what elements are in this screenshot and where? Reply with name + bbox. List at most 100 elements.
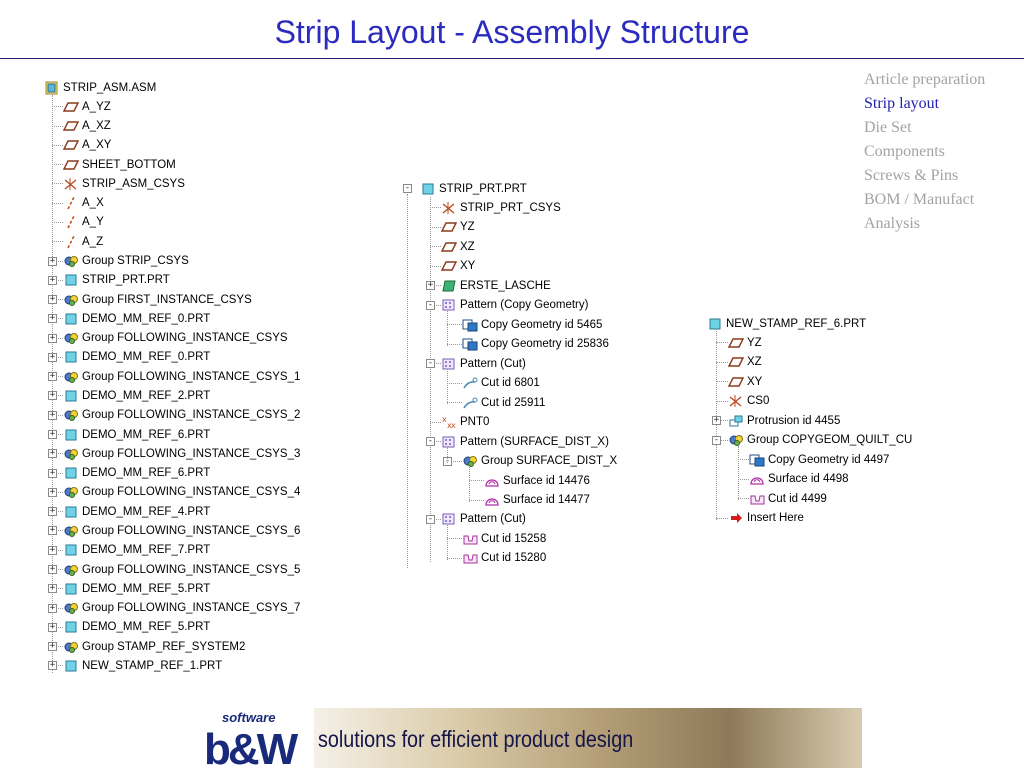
tree-item[interactable]: STRIP_ASM_CSYS: [63, 174, 185, 193]
expand-toggle[interactable]: +: [48, 486, 57, 497]
tree-item[interactable]: Group FOLLOWING_INSTANCE_CSYS_3: [63, 444, 300, 463]
tree-item[interactable]: Group STRIP_CSYS: [63, 252, 189, 271]
tree-item[interactable]: DEMO_MM_REF_0.PRT: [63, 309, 210, 328]
nav-item[interactable]: Die Set: [864, 119, 912, 136]
tree-item[interactable]: DEMO_MM_REF_5.PRT: [63, 618, 210, 637]
tree-item[interactable]: DEMO_MM_REF_5.PRT: [63, 579, 210, 598]
tree-item[interactable]: A_Z: [63, 232, 103, 251]
tree-item[interactable]: Group SURFACE_DIST_X: [462, 452, 617, 471]
expand-toggle[interactable]: +: [712, 415, 721, 426]
tree-item[interactable]: Cut id 6801: [462, 374, 540, 393]
tree-item[interactable]: A_X: [63, 194, 104, 213]
tree-item[interactable]: Group STAMP_REF_SYSTEM2: [63, 637, 245, 656]
tree-item[interactable]: Insert Here: [728, 509, 804, 528]
expand-toggle[interactable]: +: [48, 660, 57, 671]
tree-item[interactable]: CS0: [728, 392, 769, 411]
tree-item[interactable]: XZ: [728, 353, 762, 372]
nav-item[interactable]: Article preparation: [864, 71, 986, 88]
expand-toggle[interactable]: +: [48, 621, 57, 632]
expand-toggle[interactable]: +: [48, 294, 57, 305]
collapse-toggle[interactable]: -: [426, 299, 435, 310]
tree-item[interactable]: Cut id 25911: [462, 393, 545, 412]
tree-item[interactable]: Cut id 4499: [749, 489, 827, 508]
tree-item[interactable]: A_YZ: [63, 97, 111, 116]
nav-item[interactable]: Components: [864, 143, 945, 160]
tree-item[interactable]: XY: [441, 257, 475, 276]
tree-item[interactable]: Group FOLLOWING_INSTANCE_CSYS_2: [63, 406, 300, 425]
tree-root[interactable]: STRIP_ASM.ASM: [44, 78, 156, 97]
tree-item[interactable]: STRIP_PRT_CSYS: [441, 198, 561, 217]
tree-item[interactable]: YZ: [441, 218, 475, 237]
nav-item[interactable]: BOM / Manufact: [864, 191, 975, 208]
tree-item[interactable]: A_XY: [63, 136, 111, 155]
tree-root[interactable]: STRIP_PRT.PRT: [420, 179, 527, 198]
tree-item[interactable]: Cut id 15280: [462, 549, 546, 568]
expand-toggle[interactable]: +: [426, 280, 435, 291]
tree-item[interactable]: STRIP_PRT.PRT: [63, 271, 170, 290]
expand-toggle[interactable]: +: [48, 409, 57, 420]
tree-item[interactable]: DEMO_MM_REF_6.PRT: [63, 464, 210, 483]
expand-toggle[interactable]: +: [48, 371, 57, 382]
tree-item[interactable]: Copy Geometry id 5465: [462, 315, 602, 334]
tree-item[interactable]: DEMO_MM_REF_6.PRT: [63, 425, 210, 444]
expand-toggle[interactable]: +: [48, 274, 57, 285]
tree-item[interactable]: XY: [728, 372, 762, 391]
tree-item[interactable]: Group FOLLOWING_INSTANCE_CSYS: [63, 329, 288, 348]
tree-item[interactable]: Surface id 14477: [484, 491, 590, 510]
collapse-toggle[interactable]: -: [712, 434, 721, 445]
tree-item[interactable]: Copy Geometry id 25836: [462, 335, 609, 354]
tree-item[interactable]: SHEET_BOTTOM: [63, 155, 176, 174]
tree-item[interactable]: XZ: [441, 237, 475, 256]
tree-item[interactable]: Group FIRST_INSTANCE_CSYS: [63, 290, 252, 309]
tree-item[interactable]: YZ: [728, 333, 762, 352]
tree-item[interactable]: A_Y: [63, 213, 104, 232]
expand-toggle[interactable]: +: [48, 525, 57, 536]
nav-item[interactable]: Analysis: [864, 215, 920, 232]
expand-toggle[interactable]: +: [48, 506, 57, 517]
tree-item[interactable]: Cut id 15258: [462, 529, 546, 548]
tree-item[interactable]: Pattern (Copy Geometry): [441, 296, 588, 315]
expand-toggle[interactable]: +: [48, 351, 57, 362]
expand-toggle[interactable]: +: [48, 641, 57, 652]
tree-item[interactable]: Pattern (Cut): [441, 354, 526, 373]
expand-toggle[interactable]: +: [48, 467, 57, 478]
nav-item[interactable]: Screws & Pins: [864, 167, 959, 184]
tree-root[interactable]: NEW_STAMP_REF_6.PRT: [707, 314, 866, 333]
expand-toggle[interactable]: +: [48, 332, 57, 343]
collapse-toggle[interactable]: -: [426, 436, 435, 447]
tree-item[interactable]: Group FOLLOWING_INSTANCE_CSYS_4: [63, 483, 300, 502]
expand-toggle[interactable]: +: [48, 390, 57, 401]
tree-item[interactable]: Group FOLLOWING_INSTANCE_CSYS_7: [63, 599, 300, 618]
expand-toggle[interactable]: +: [48, 564, 57, 574]
tree-item[interactable]: Group FOLLOWING_INSTANCE_CSYS_6: [63, 521, 300, 540]
tree-item[interactable]: Surface id 14476: [484, 471, 590, 490]
collapse-toggle[interactable]: -: [426, 358, 435, 369]
tree-item[interactable]: DEMO_MM_REF_7.PRT: [63, 541, 210, 560]
tree-item[interactable]: Protrusion id 4455: [728, 411, 840, 430]
tree-item[interactable]: ERSTE_LASCHE: [441, 276, 551, 295]
collapse-toggle[interactable]: -: [426, 513, 435, 524]
tree-item[interactable]: A_XZ: [63, 117, 111, 136]
nav-item[interactable]: Strip layout: [864, 95, 940, 112]
expand-toggle[interactable]: +: [48, 429, 57, 440]
tree-item[interactable]: DEMO_MM_REF_2.PRT: [63, 386, 210, 405]
tree-item[interactable]: Pattern (SURFACE_DIST_X): [441, 432, 609, 451]
tree-item[interactable]: DEMO_MM_REF_4.PRT: [63, 502, 210, 521]
tree-item[interactable]: DEMO_MM_REF_0.PRT: [63, 348, 210, 367]
expand-toggle[interactable]: +: [48, 544, 57, 555]
tree-item[interactable]: Surface id 4498: [749, 470, 849, 489]
expand-toggle[interactable]: +: [48, 255, 57, 266]
tree-item[interactable]: Pattern (Cut): [441, 510, 526, 529]
tree-item[interactable]: Group COPYGEOM_QUILT_CU: [728, 431, 912, 450]
tree-connector: [52, 337, 63, 339]
expand-toggle[interactable]: +: [48, 583, 57, 594]
tree-item[interactable]: Group FOLLOWING_INSTANCE_CSYS_5: [63, 560, 300, 579]
expand-toggle[interactable]: +: [48, 602, 57, 613]
expand-toggle[interactable]: +: [48, 448, 57, 459]
tree-item[interactable]: NEW_STAMP_REF_1.PRT: [63, 656, 222, 675]
collapse-toggle[interactable]: -: [403, 183, 412, 193]
tree-item[interactable]: Group FOLLOWING_INSTANCE_CSYS_1: [63, 367, 300, 386]
tree-item[interactable]: Copy Geometry id 4497: [749, 450, 889, 469]
expand-toggle[interactable]: +: [48, 313, 57, 324]
